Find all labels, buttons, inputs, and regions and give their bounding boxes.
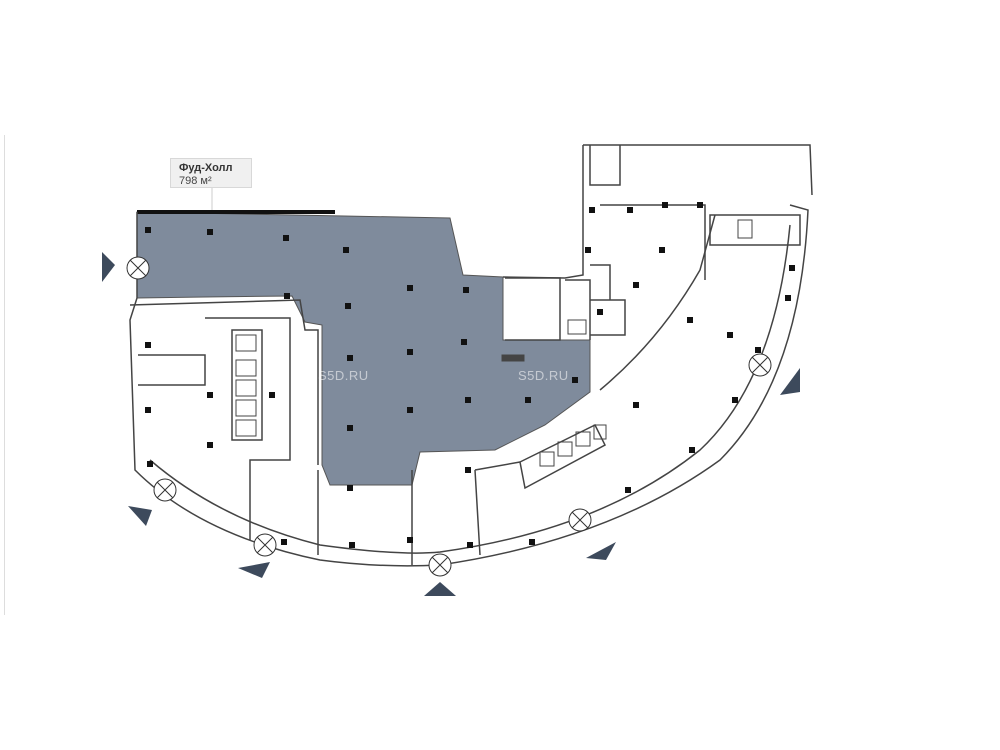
column [662, 202, 668, 208]
column [732, 397, 738, 403]
column [597, 309, 603, 315]
column [697, 202, 703, 208]
column [283, 235, 289, 241]
view-marker [238, 562, 270, 578]
column [633, 402, 639, 408]
page-edge-line [4, 135, 5, 615]
food-hall-area[interactable] [136, 211, 591, 486]
revolving-door-cross [129, 259, 147, 277]
column [407, 407, 413, 413]
column [347, 485, 353, 491]
column [345, 303, 351, 309]
column [529, 539, 535, 545]
column [407, 537, 413, 543]
revolving-doors [126, 256, 772, 577]
revolving-door-cross [751, 356, 769, 374]
revolving-door-cross [571, 511, 589, 529]
columns [145, 202, 795, 548]
revolving-door-cross [156, 481, 174, 499]
view-marker [424, 582, 456, 596]
revolving-door-cross [431, 556, 449, 574]
column [463, 287, 469, 293]
space-label[interactable]: Фуд-Холл 798 м² [170, 158, 252, 188]
column [281, 539, 287, 545]
view-marker [102, 252, 115, 282]
space-area: 798 м² [179, 175, 212, 187]
watermark: S5D.RU [518, 368, 569, 383]
column [589, 207, 595, 213]
column [343, 247, 349, 253]
watermark: S5D.RU [318, 368, 369, 383]
column [407, 349, 413, 355]
revolving-door-cross [256, 536, 274, 554]
column [269, 392, 275, 398]
column [465, 397, 471, 403]
column [755, 347, 761, 353]
column [627, 207, 633, 213]
column [347, 425, 353, 431]
column [284, 293, 290, 299]
column [347, 355, 353, 361]
column [465, 467, 471, 473]
column [789, 265, 795, 271]
column [687, 317, 693, 323]
column [461, 339, 467, 345]
column [727, 332, 733, 338]
column [207, 392, 213, 398]
column [633, 282, 639, 288]
view-markers[interactable] [102, 252, 800, 596]
building-outline [129, 144, 813, 567]
column [207, 442, 213, 448]
column [145, 342, 151, 348]
column [147, 461, 153, 467]
column [407, 285, 413, 291]
column [207, 229, 213, 235]
space-name: Фуд-Холл [179, 162, 233, 174]
column [572, 377, 578, 383]
column [145, 227, 151, 233]
column [625, 487, 631, 493]
view-marker [780, 368, 800, 395]
column [585, 247, 591, 253]
column [689, 447, 695, 453]
column [659, 247, 665, 253]
view-marker [586, 542, 616, 560]
column [785, 295, 791, 301]
column [525, 397, 531, 403]
view-marker [128, 506, 152, 526]
column [145, 407, 151, 413]
column [349, 542, 355, 548]
column [467, 542, 473, 548]
elevator-cores [235, 219, 753, 467]
